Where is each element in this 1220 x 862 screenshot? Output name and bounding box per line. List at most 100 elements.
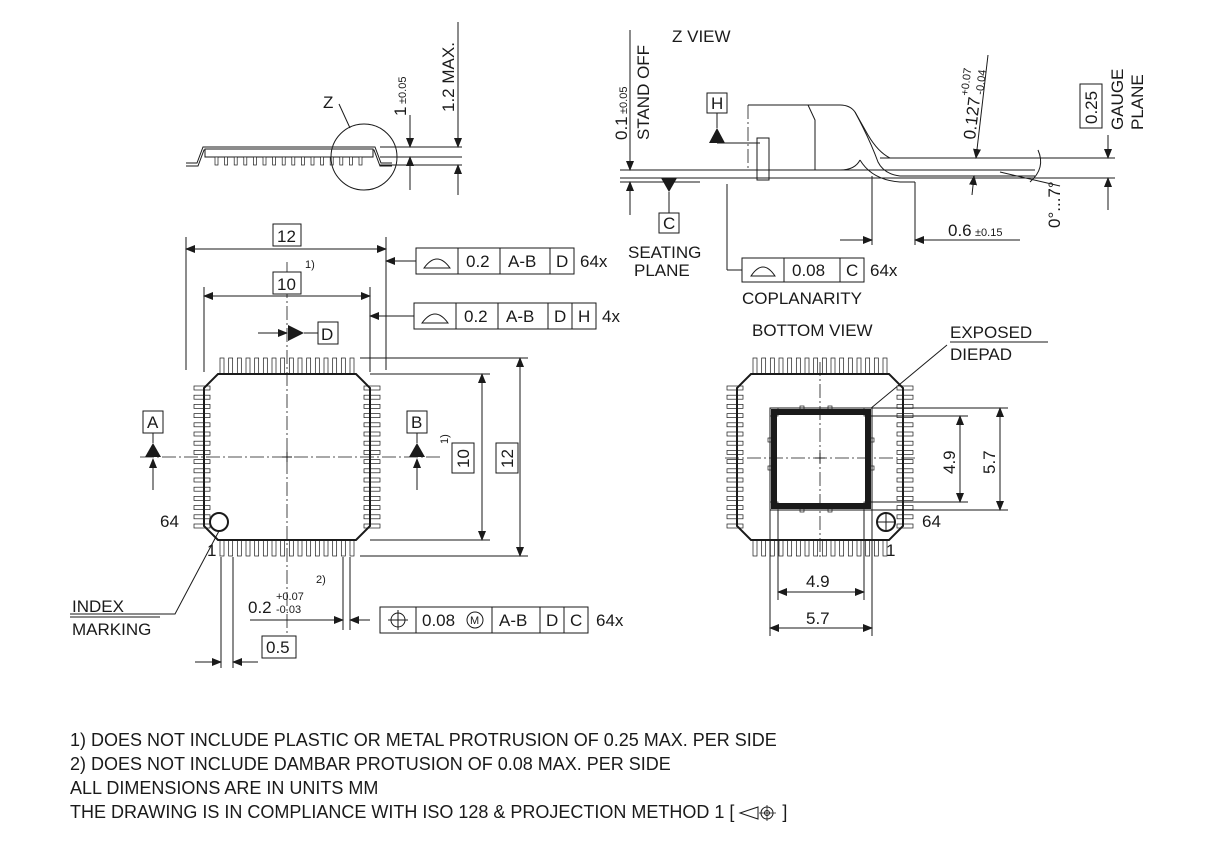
fcf3-datum-c: C	[570, 611, 582, 630]
body-thickness-dim: 1	[391, 107, 410, 116]
lead-thickness-tol-plus: +0.07	[959, 67, 974, 96]
bottom-view-leads	[726, 357, 914, 557]
lead	[896, 450, 914, 455]
lead	[254, 539, 260, 557]
seating-plane-label-1: SEATING	[628, 243, 701, 262]
lead	[896, 440, 914, 446]
bottom-view-pin-64: 64	[922, 512, 941, 531]
lead	[787, 357, 793, 375]
lead	[896, 422, 914, 428]
side-lead	[339, 156, 344, 166]
lead	[847, 539, 853, 557]
standoff-label: STAND OFF	[634, 45, 653, 140]
standoff-dim: 0.1	[612, 116, 631, 140]
lead	[262, 539, 268, 557]
lead	[332, 357, 338, 375]
datum-c-triangle	[661, 178, 677, 192]
lead	[769, 357, 775, 375]
gauge-plane-label-2: PLANE	[1128, 74, 1147, 130]
lead	[193, 404, 211, 409]
lead	[856, 539, 862, 557]
datum-c-label: C	[663, 214, 675, 233]
side-lead	[291, 156, 296, 166]
lead	[363, 468, 381, 474]
lead	[297, 539, 303, 557]
lead	[262, 357, 268, 375]
lead	[363, 477, 381, 483]
lead	[795, 539, 801, 557]
index-marking-label-1: INDEX	[72, 597, 124, 616]
bottom-view-title: BOTTOM VIEW	[752, 321, 873, 340]
fcf2-datum-d: D	[554, 307, 566, 326]
lead	[726, 459, 744, 464]
note-4-suffix: ]	[782, 802, 788, 822]
lead	[726, 394, 744, 400]
lead-thickness-tol-minus: -0.04	[974, 69, 989, 95]
lead	[271, 357, 277, 375]
fcf1-datum-ab: A-B	[508, 252, 536, 271]
note-3: ALL DIMENSIONS ARE IN UNITS MM	[70, 778, 379, 798]
datum-b-label: B	[411, 413, 422, 432]
lead	[726, 514, 744, 520]
lead	[254, 357, 260, 375]
lead	[847, 357, 853, 375]
side-lead	[358, 156, 363, 166]
lead	[271, 539, 277, 557]
lead	[219, 539, 225, 557]
lead	[873, 539, 879, 557]
side-lead	[243, 156, 248, 166]
body-span-12-top: 12	[277, 227, 296, 246]
exposed-diepad-label-2: DIEPAD	[950, 345, 1012, 364]
bottom-view-pin-1: 1	[886, 541, 895, 560]
datum-h-triangle	[709, 128, 725, 143]
z-view: Z VIEW 0.1 ±0.05 STAND OFF H C SEATING P…	[612, 27, 1147, 308]
lead	[193, 440, 211, 446]
lead	[193, 422, 211, 428]
lead	[896, 477, 914, 483]
lead	[193, 523, 211, 529]
lead	[726, 404, 744, 409]
fcf3-modifier: M	[470, 615, 479, 627]
lead	[896, 523, 914, 529]
note-ref-1-top: 1)	[305, 259, 315, 271]
lead	[193, 486, 211, 492]
lead	[726, 477, 744, 483]
lead	[314, 539, 320, 557]
note-1: 1) DOES NOT INCLUDE PLASTIC OR METAL PRO…	[70, 730, 777, 750]
lead	[363, 496, 381, 501]
fcf3-count: 64x	[596, 611, 624, 630]
top-view: 12 10 1) 0.2 A-B D 64x 0.2 A-B D H 4x D	[70, 223, 624, 668]
lead	[314, 357, 320, 375]
lead	[323, 357, 329, 375]
lead	[280, 357, 286, 375]
lead	[726, 468, 744, 474]
lead	[726, 496, 744, 501]
lead	[193, 385, 211, 391]
lead	[896, 394, 914, 400]
lead	[896, 459, 914, 464]
lead	[228, 357, 234, 375]
lead	[363, 514, 381, 520]
bottom-view: BOTTOM VIEW EXPOSED DIEPAD 64 1 4.9 5.7 …	[725, 321, 1048, 636]
lead	[306, 539, 312, 557]
lead	[882, 357, 888, 375]
diepad-57-bottom: 5.7	[806, 609, 830, 628]
drawing-notes: 1) DOES NOT INCLUDE PLASTIC OR METAL PRO…	[70, 728, 787, 824]
note-ref-1-side: 1)	[439, 434, 451, 444]
lead	[245, 539, 251, 557]
lead	[363, 404, 381, 409]
lead	[752, 539, 758, 557]
lead	[363, 440, 381, 446]
side-lead	[301, 156, 305, 166]
side-lead	[281, 156, 286, 166]
lead	[813, 539, 819, 557]
lead	[896, 468, 914, 474]
fcf1-value: 0.2	[466, 252, 490, 271]
lead	[830, 539, 836, 557]
lead	[856, 357, 862, 375]
lead	[726, 422, 744, 428]
side-lead	[214, 156, 219, 166]
lead	[288, 357, 294, 375]
lead	[363, 450, 381, 455]
